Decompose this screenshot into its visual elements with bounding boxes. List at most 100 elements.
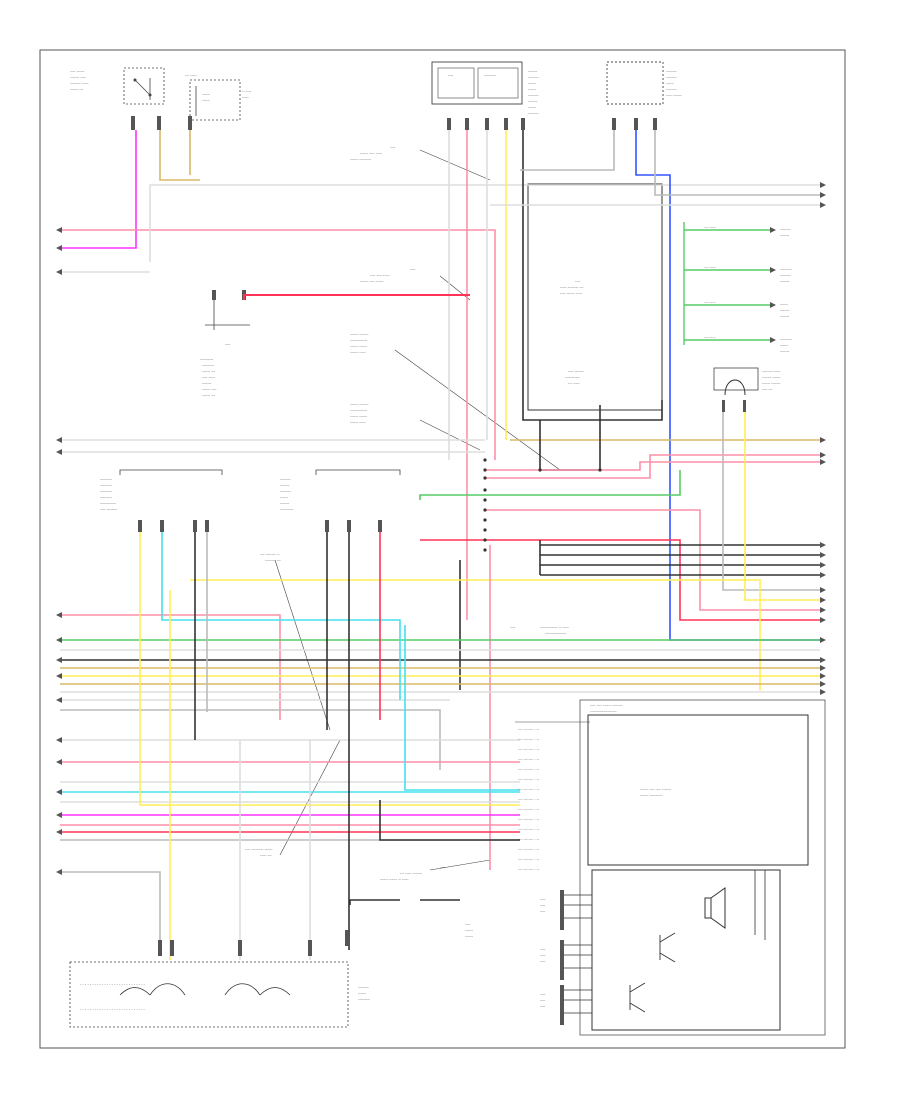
svg-text:---- -----: ---- ----- bbox=[704, 300, 717, 304]
svg-text:------: ------ bbox=[465, 933, 474, 938]
svg-text:-------- -----: -------- ----- bbox=[762, 368, 781, 373]
svg-text:------ -------: ------ ------- bbox=[350, 401, 369, 406]
speaker-icon bbox=[704, 887, 726, 929]
svg-text:----: ---- bbox=[390, 144, 396, 149]
svg-text:---- -------- - --: ---- -------- - -- bbox=[518, 777, 540, 781]
amp-side-pins: ------------ ------------ ------------ bbox=[540, 890, 592, 1025]
svg-text:-------: ------- bbox=[528, 98, 538, 103]
svg-text:- - - - - - - - - - - - - - -: - - - - - - - - - - - - - - - - - - - - … bbox=[80, 1006, 146, 1011]
svg-text:-------: ------- bbox=[780, 232, 790, 237]
svg-text:---- -------- - --: ---- -------- - -- bbox=[518, 737, 540, 741]
svg-text:----: ---- bbox=[540, 902, 546, 907]
svg-text:--------: -------- bbox=[666, 86, 677, 91]
svg-text:------ ---- ---- -------: ------ ---- ---- ------- bbox=[640, 786, 672, 791]
svg-text:----: ---- bbox=[540, 952, 546, 957]
svg-text:---- -------- - --: ---- -------- - -- bbox=[518, 757, 540, 761]
svg-text:- - - - - - - - - - - - - - -: - - - - - - - - - - - - - - - - - - - - … bbox=[80, 981, 146, 986]
svg-text:----: ---- bbox=[575, 278, 581, 283]
junction-dots bbox=[483, 458, 602, 552]
svg-text:---- -------- - --: ---- -------- - -- bbox=[518, 797, 540, 801]
svg-text:------ ---------: ------ --------- bbox=[350, 156, 372, 161]
svg-text:------- ------: ------- ------ bbox=[762, 374, 781, 379]
svg-text:-------- ---: -------- --- bbox=[265, 557, 281, 562]
svg-text:----: ---- bbox=[540, 958, 546, 963]
svg-text:--- -------- --: --- -------- -- bbox=[260, 551, 280, 556]
svg-text:------ ---- -----: ------ ---- ----- bbox=[360, 150, 383, 155]
svg-text:--------: -------- bbox=[780, 226, 791, 231]
svg-text:---- -------- - --: ---- -------- - -- bbox=[518, 747, 540, 751]
svg-text:-- ----: -- ---- bbox=[242, 88, 252, 93]
svg-text:------: ------ bbox=[780, 301, 789, 306]
svg-text:------: ------ bbox=[528, 80, 537, 85]
svg-text:------ ---: ------ --- bbox=[70, 86, 84, 91]
svg-text:-----------: ----------- bbox=[565, 374, 580, 379]
svg-text:------ ----------: ------ ---------- bbox=[640, 792, 663, 797]
svg-text:--------: -------- bbox=[528, 92, 539, 97]
svg-text:------ ------ -- -----: ------ ------ -- ----- bbox=[380, 876, 409, 881]
svg-text:--------: -------- bbox=[666, 68, 677, 73]
svg-text:-----: ----- bbox=[242, 94, 249, 99]
svg-text:------ ----: ------ ---- bbox=[202, 386, 217, 391]
connector-brackets bbox=[119, 469, 401, 475]
svg-text:---- -------- - --: ---- -------- - -- bbox=[518, 837, 540, 841]
svg-text:----: ---- bbox=[410, 266, 416, 271]
connector-block-lower: ---- -------- - -- ---- -------- - -- ---… bbox=[515, 699, 826, 1036]
svg-text:----- -------- ---: ----- -------- --- bbox=[560, 284, 584, 289]
ignition-switch: ---- ------------- ------------ --------… bbox=[70, 67, 165, 105]
svg-text:----------: ---------- bbox=[200, 356, 214, 361]
svg-text:---- -------- - --: ---- -------- - -- bbox=[518, 867, 540, 871]
right-small-connector: -------- ------------ ------------ -----… bbox=[713, 367, 781, 412]
svg-text:---------: --------- bbox=[780, 336, 793, 341]
svg-text:-------: ------- bbox=[780, 313, 790, 318]
svg-text:------ -------: ------ ------- bbox=[762, 380, 781, 385]
top-left-pins bbox=[131, 116, 192, 130]
svg-text:---- ---- -----: ---- ---- ----- bbox=[370, 272, 390, 277]
svg-text:---- ------: ---- ------ bbox=[70, 68, 85, 73]
svg-text:-------: ------- bbox=[280, 482, 290, 487]
ground-junction: ----------------------------- ------- --… bbox=[200, 290, 250, 397]
svg-text:--- -----: --- ----- bbox=[568, 380, 580, 385]
svg-text:---- ---- ------ --------: ---- ---- ------ -------- bbox=[590, 702, 623, 707]
svg-text:------ ------: ------ ------ bbox=[350, 343, 368, 348]
svg-text:-------: ------- bbox=[780, 278, 790, 283]
svg-text:--------: -------- bbox=[280, 476, 291, 481]
svg-text:------- ----: ------- ---- bbox=[70, 74, 86, 79]
connector-pins-mid bbox=[138, 520, 382, 532]
svg-text:--------: -------- bbox=[528, 74, 539, 79]
svg-text:---- -------- - --: ---- -------- - -- bbox=[518, 807, 540, 811]
svg-text:--- ----- -------: --- ----- ------- bbox=[400, 870, 423, 875]
svg-text:------ ------: ------ ------ bbox=[350, 413, 368, 418]
svg-text:----: ---- bbox=[540, 991, 546, 996]
svg-text:-------: ------- bbox=[280, 500, 290, 505]
svg-text:----- ---: ----- --- bbox=[260, 852, 272, 857]
svg-text:---- -------- - --: ---- -------- - -- bbox=[518, 847, 540, 851]
svg-text:----: ---- bbox=[225, 341, 231, 346]
svg-text:---- -------: ---- ------- bbox=[568, 368, 584, 373]
svg-text:------ -----: ------ ----- bbox=[350, 349, 366, 354]
svg-text:------------- -- -----: ------------- -- ----- bbox=[540, 624, 570, 629]
svg-text:---- -------- - --: ---- -------- - -- bbox=[518, 787, 540, 791]
svg-text:---------: --------- bbox=[202, 362, 215, 367]
svg-text:---------: --------- bbox=[100, 494, 113, 499]
svg-text:---- ---: ---- --- bbox=[762, 386, 773, 391]
diagram-frame bbox=[39, 49, 846, 1049]
svg-text:----: ---- bbox=[465, 921, 471, 926]
svg-text:----------------: ---------------- bbox=[545, 630, 567, 635]
svg-text:-------- -----: -------- ----- bbox=[70, 80, 89, 85]
svg-text:---- -------- - --: ---- -------- - -- bbox=[518, 817, 540, 821]
svg-text:---------: --------- bbox=[484, 72, 497, 77]
svg-text:---------: --------- bbox=[100, 476, 113, 481]
svg-text:-------: ------- bbox=[780, 307, 790, 312]
center-module: --------- -------- ------- ------ ----- … bbox=[527, 183, 663, 411]
svg-text:------: ------ bbox=[528, 104, 537, 109]
svg-text:------ ---- ------: ------ ---- ------ bbox=[360, 278, 384, 283]
svg-text:---------: --------- bbox=[100, 482, 113, 487]
svg-text:-------------: ------------- bbox=[350, 407, 368, 412]
svg-text:----: ---- bbox=[540, 997, 546, 1002]
svg-text:------: ------ bbox=[202, 91, 211, 96]
bottom-connector-strip: - - - - - - - - - - - - - - - - - - - - … bbox=[69, 930, 350, 1028]
splice-pack-right: ----------------------------------- ----… bbox=[606, 61, 682, 130]
svg-text:------: ------ bbox=[202, 97, 211, 102]
fuse-block: --- ------------------- --------- bbox=[185, 72, 252, 121]
